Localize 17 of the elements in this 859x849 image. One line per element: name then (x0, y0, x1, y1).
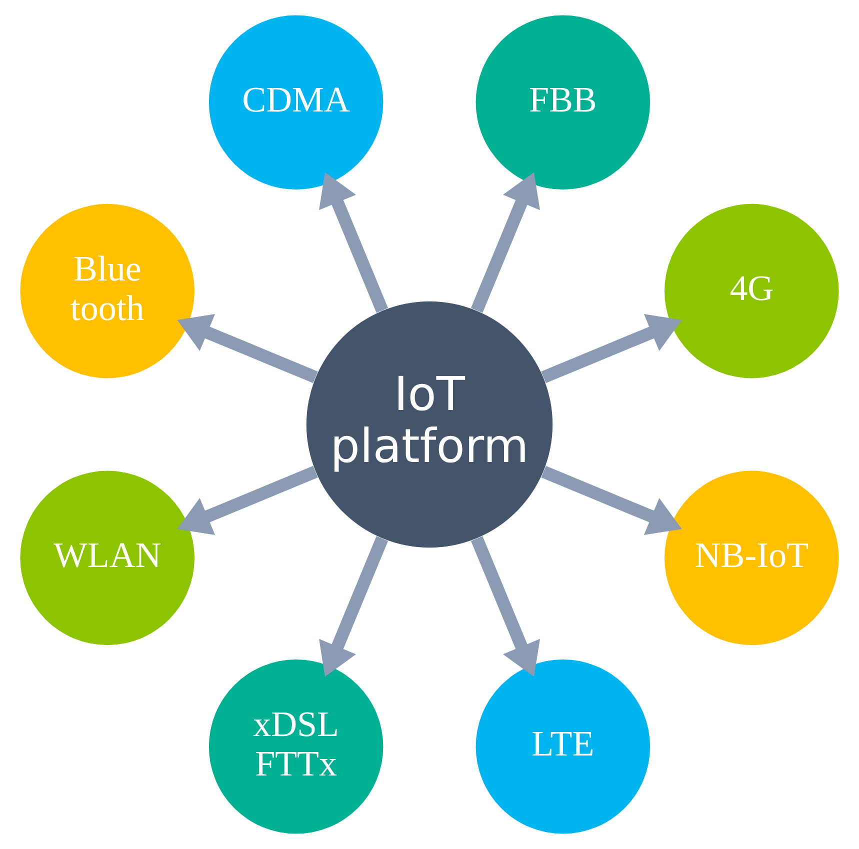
node-circle: xDSL FTTx (208, 660, 384, 834)
node-circle: IoT platform (306, 301, 553, 548)
arrow (177, 466, 318, 535)
arrow (319, 172, 388, 313)
node-circle: NB-IoT (664, 470, 839, 646)
arrow (319, 536, 388, 677)
node-circle: LTE (476, 660, 650, 834)
node-circle: WLAN (20, 470, 194, 646)
arrow (177, 314, 318, 384)
arrow (541, 466, 682, 535)
node-circle: FBB (476, 15, 650, 190)
node-circle: Blue tooth (20, 204, 194, 378)
arrow (541, 314, 682, 384)
node-circle: CDMA (208, 15, 384, 190)
arrow (470, 536, 540, 677)
arrow (470, 172, 540, 313)
node-circle: 4G (664, 204, 839, 378)
